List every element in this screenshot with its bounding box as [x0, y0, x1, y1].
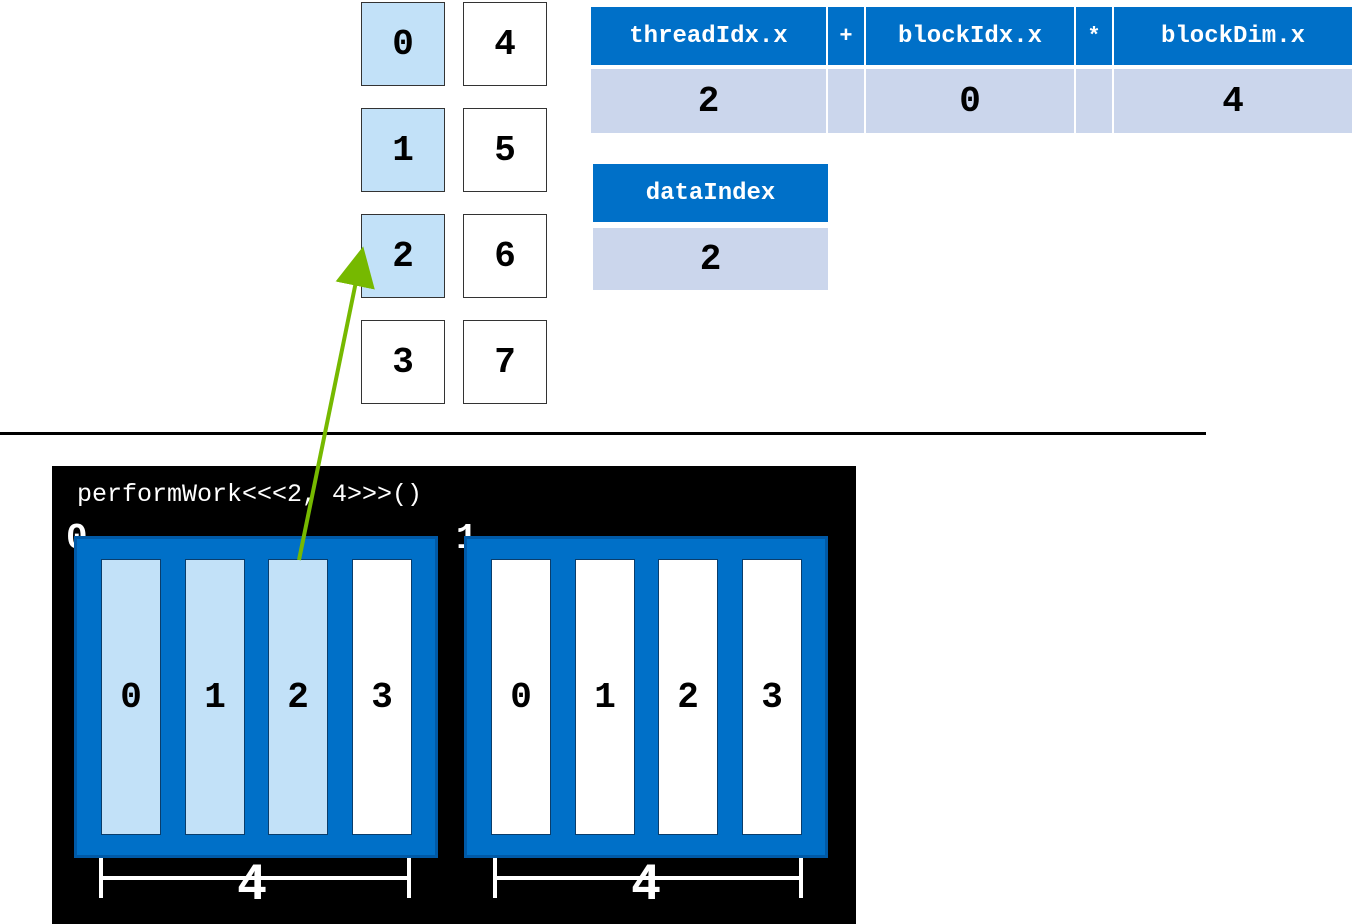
- block-0-thread-2: 2: [268, 559, 328, 835]
- block-dim-header: blockDim.x: [1114, 7, 1352, 65]
- data-cell-7: 7: [463, 320, 547, 404]
- mapping-arrow: [297, 246, 375, 561]
- block-idx-value: 0: [866, 69, 1074, 133]
- kernel-launch-code: performWork<<<2, 4>>>(): [77, 480, 423, 509]
- block-dim-bracket-0: [99, 858, 411, 898]
- block-1-thread-0: 0: [491, 559, 551, 835]
- data-cell-2: 2: [361, 214, 445, 298]
- data-cell-6: 6: [463, 214, 547, 298]
- block-dim-label-0: 4: [238, 854, 266, 910]
- data-cell-4: 4: [463, 2, 547, 86]
- block-dim-label-1: 4: [632, 854, 660, 910]
- block-1-thread-3: 3: [742, 559, 802, 835]
- data-index-value: 2: [593, 228, 828, 290]
- times-spacer: [1076, 69, 1112, 133]
- block-dim-value: 4: [1114, 69, 1352, 133]
- block-0-thread-1: 1: [185, 559, 245, 835]
- plus-operator: +: [828, 7, 864, 65]
- plus-spacer: [828, 69, 864, 133]
- data-cell-1: 1: [361, 108, 445, 192]
- block-1-thread-2: 2: [658, 559, 718, 835]
- block-0-thread-0: 0: [101, 559, 161, 835]
- thread-idx-header: threadIdx.x: [591, 7, 826, 65]
- data-index-header: dataIndex: [593, 164, 828, 222]
- block-0-thread-3: 3: [352, 559, 412, 835]
- block-1-thread-1: 1: [575, 559, 635, 835]
- block-idx-header: blockIdx.x: [866, 7, 1074, 65]
- section-divider: [0, 432, 1206, 435]
- thread-idx-value: 2: [591, 69, 826, 133]
- block-dim-bracket-1: [493, 858, 803, 898]
- data-cell-5: 5: [463, 108, 547, 192]
- times-operator: *: [1076, 7, 1112, 65]
- data-cell-0: 0: [361, 2, 445, 86]
- data-cell-3: 3: [361, 320, 445, 404]
